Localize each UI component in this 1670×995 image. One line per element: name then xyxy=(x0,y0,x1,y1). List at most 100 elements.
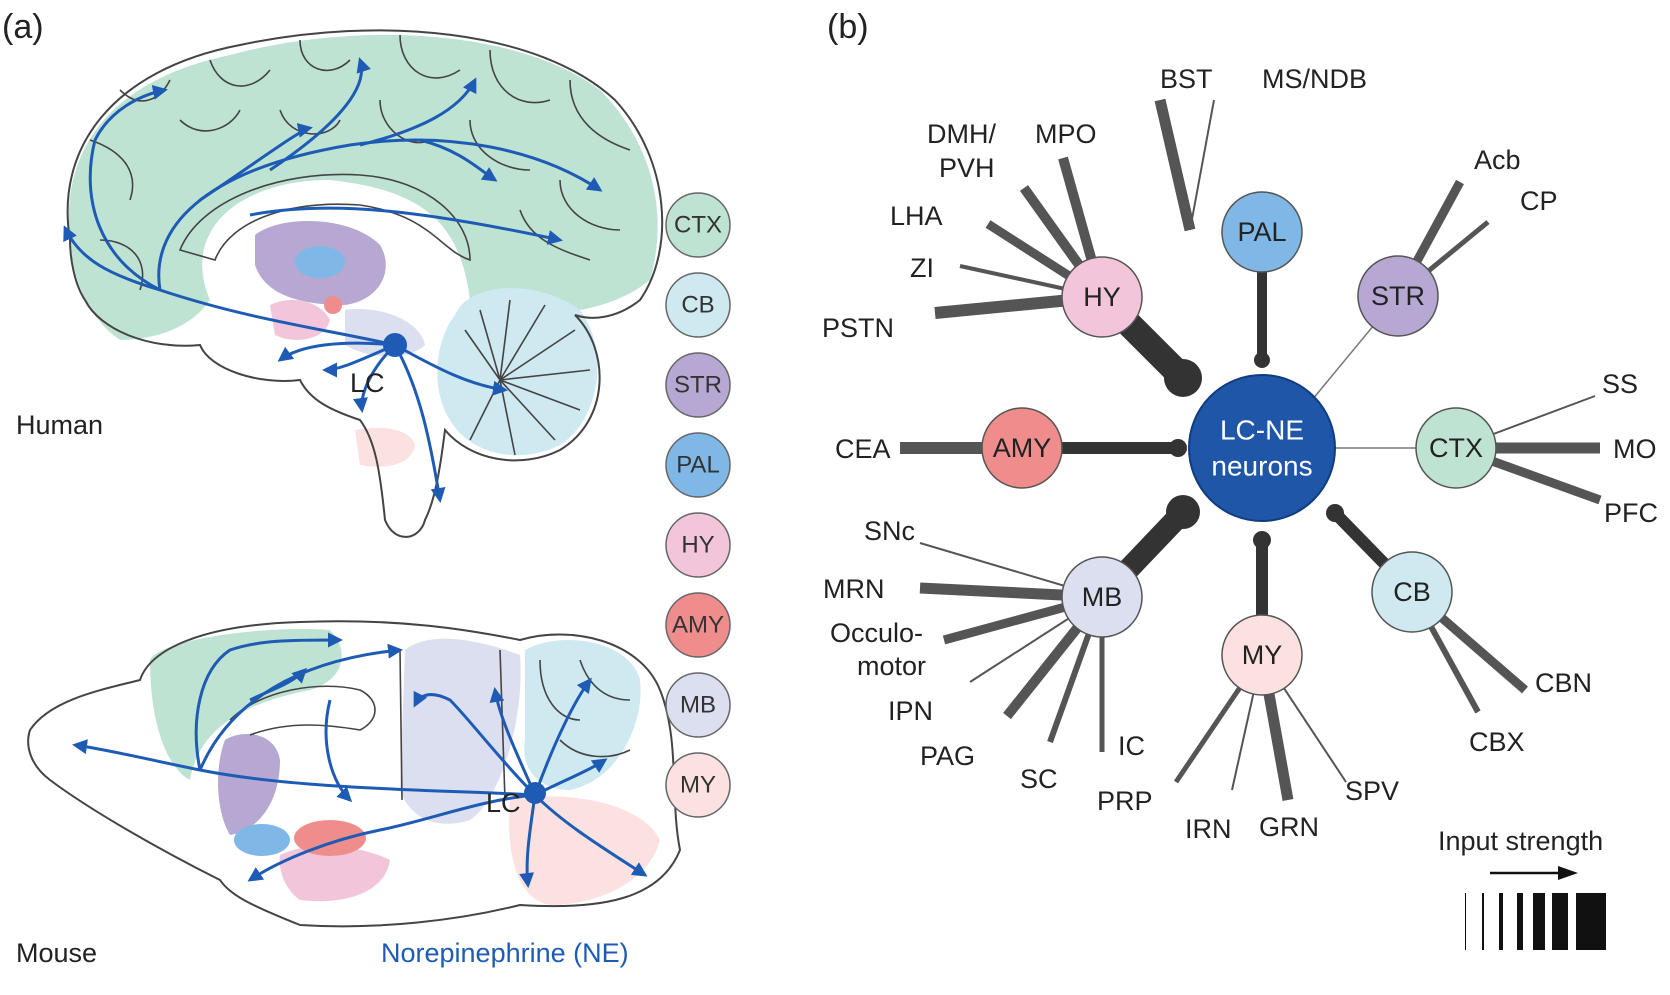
strength-bar-2 xyxy=(1482,893,1484,950)
mouse-lc-label: LC xyxy=(486,788,521,818)
label-dmh-2: PVH xyxy=(939,153,995,183)
lc-ne-neurons-node xyxy=(1188,374,1336,522)
hub-end-mb xyxy=(1166,495,1200,529)
label-spv: SPV xyxy=(1345,776,1399,806)
node-mb-label: MB xyxy=(1082,582,1123,612)
legend-label-my: MY xyxy=(680,772,716,799)
legend-swatch-my xyxy=(665,752,731,818)
label-msndb: MS/NDB xyxy=(1262,64,1367,94)
node-hy xyxy=(1061,256,1143,338)
label-occulo-1: Occulo- xyxy=(830,618,923,648)
label-bst: BST xyxy=(1160,64,1213,94)
node-amy-label: AMY xyxy=(993,433,1052,463)
mouse-label: Mouse xyxy=(16,938,97,968)
hub-end-cb xyxy=(1326,504,1344,522)
legend-swatch-hy xyxy=(665,512,731,578)
label-ipn: IPN xyxy=(888,696,933,726)
hub-end-my xyxy=(1253,531,1271,549)
strength-bar-1 xyxy=(1465,893,1466,950)
mouse-brain-outline xyxy=(27,620,682,928)
human-brain-outline xyxy=(66,29,664,538)
strength-bar-5 xyxy=(1533,893,1545,950)
mouse-folds xyxy=(229,649,631,801)
mouse-mb-region xyxy=(400,638,521,824)
human-my-region xyxy=(355,427,415,467)
label-cbn: CBN xyxy=(1535,668,1592,698)
input-strength-arrowhead xyxy=(1558,866,1578,880)
mouse-hy-region xyxy=(279,845,390,902)
strength-bar-7 xyxy=(1576,893,1606,950)
hub-end-pal xyxy=(1254,352,1270,368)
human-cb-region xyxy=(437,288,598,456)
node-ctx xyxy=(1415,407,1497,489)
edge-msndb xyxy=(1189,99,1215,231)
label-pstn: PSTN xyxy=(822,313,894,343)
mouse-amy-region xyxy=(294,820,366,856)
label-pag: PAG xyxy=(920,741,975,771)
mouse-my-region xyxy=(509,796,660,905)
label-prp: PRP xyxy=(1097,786,1153,816)
subregion-labels: BST MS/NDB Acb CP SS MO PFC CBN CBX PRP … xyxy=(822,64,1658,844)
label-acb: Acb xyxy=(1474,145,1521,175)
legend-swatch-cb xyxy=(665,272,731,338)
label-zi: ZI xyxy=(910,253,934,283)
node-my xyxy=(1221,614,1303,696)
human-ctx-region xyxy=(68,34,658,341)
legend-label-cb: CB xyxy=(681,292,714,319)
node-mb xyxy=(1061,556,1143,638)
label-lha: LHA xyxy=(890,201,943,231)
node-hy-label: HY xyxy=(1083,282,1121,312)
panel-b-label: (b) xyxy=(827,8,869,46)
label-cea: CEA xyxy=(835,434,891,464)
node-cb xyxy=(1371,551,1453,633)
mouse-pal-region xyxy=(234,824,290,856)
node-str-label: STR xyxy=(1371,281,1425,311)
label-ss: SS xyxy=(1602,369,1638,399)
label-irn: IRN xyxy=(1185,814,1232,844)
label-cbx: CBX xyxy=(1469,727,1525,757)
legend-label-pal: PAL xyxy=(676,452,720,479)
strength-bar-4 xyxy=(1517,893,1523,950)
hub-end-amy xyxy=(1169,439,1187,457)
legend-label-mb: MB xyxy=(680,692,716,719)
mouse-cb-region xyxy=(524,640,641,790)
human-ne-pathways xyxy=(63,57,603,503)
mouse-lc-marker xyxy=(524,782,546,804)
node-ctx-label: CTX xyxy=(1429,433,1483,463)
label-snc: SNc xyxy=(864,516,915,546)
legend-swatch-ctx xyxy=(665,192,731,258)
human-amy-region xyxy=(324,296,342,314)
input-strength-key: Input strength xyxy=(1438,826,1606,950)
legend-swatch-amy xyxy=(665,592,731,658)
human-pal-region xyxy=(295,246,345,278)
human-lc-label: LC xyxy=(350,368,385,398)
label-pfc: PFC xyxy=(1604,498,1658,528)
human-brain-diagram: LC xyxy=(63,29,664,538)
legend-label-ctx: CTX xyxy=(674,212,722,239)
legend-label-amy: AMY xyxy=(672,612,724,639)
node-pal xyxy=(1221,191,1303,273)
node-pal-label: PAL xyxy=(1237,217,1286,247)
input-strength-label: Input strength xyxy=(1438,826,1603,856)
node-cb-label: CB xyxy=(1393,577,1431,607)
label-mo: MO xyxy=(1613,434,1657,464)
label-sc: SC xyxy=(1020,764,1058,794)
label-mpo: MPO xyxy=(1035,119,1097,149)
legend-label-hy: HY xyxy=(681,532,714,559)
mouse-brain-diagram: LC xyxy=(27,620,682,928)
mouse-ctx-region xyxy=(150,629,342,780)
hub-end-hy xyxy=(1164,359,1202,397)
lc-ne-label-line2: neurons xyxy=(1211,451,1312,482)
mouse-str-region xyxy=(218,734,280,835)
legend-swatch-mb xyxy=(665,672,731,738)
mouse-ne-pathways xyxy=(72,632,648,888)
label-ic: IC xyxy=(1118,731,1145,761)
label-cp: CP xyxy=(1520,186,1558,216)
region-nodes: PAL STR CTX CB MY MB AMY HY xyxy=(981,191,1497,696)
connectivity-network: LC-NE neurons PAL STR CTX CB MY MB AMY H… xyxy=(822,64,1658,950)
ne-caption: Norepinephrine (NE) xyxy=(381,938,629,968)
legend-label-str: STR xyxy=(674,372,722,399)
node-amy xyxy=(981,407,1063,489)
node-my-label: MY xyxy=(1242,640,1283,670)
